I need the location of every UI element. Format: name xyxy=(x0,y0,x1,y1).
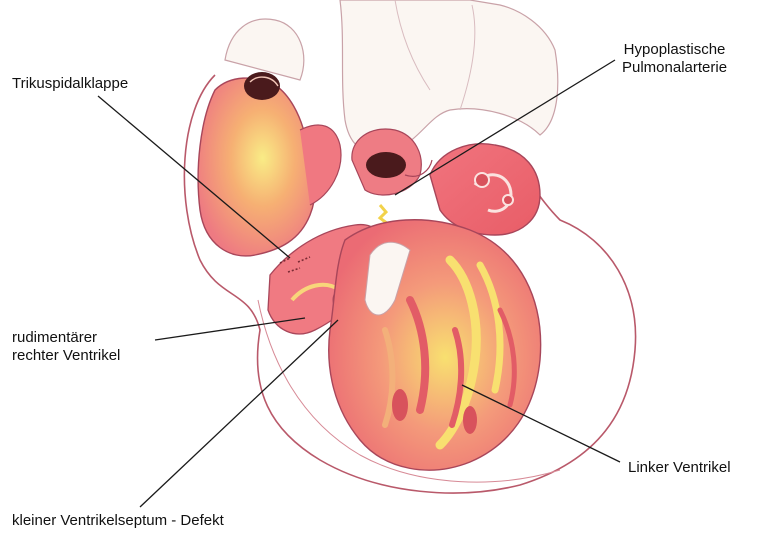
right-atrium xyxy=(198,72,341,256)
label-septum-defekt-text: kleiner Ventrikelseptum - Defekt xyxy=(12,512,224,530)
label-rechter-ventrikel: rudimentärer rechter Ventrikel xyxy=(12,329,120,365)
left-ventricle xyxy=(329,220,541,470)
label-pulmonalarterie-line1: Hypoplastische xyxy=(622,41,727,59)
label-pulmonalarterie-line2: Pulmonalarterie xyxy=(622,59,727,77)
label-trikuspidalklappe: Trikuspidalklappe xyxy=(12,75,128,93)
label-trikuspidalklappe-text: Trikuspidalklappe xyxy=(12,75,128,93)
label-linker-ventrikel: Linker Ventrikel xyxy=(628,459,731,477)
leader-septum-defekt xyxy=(140,320,338,507)
pulmonary-artery xyxy=(352,129,432,224)
label-linker-ventrikel-text: Linker Ventrikel xyxy=(628,459,731,477)
label-pulmonalarterie: Hypoplastische Pulmonalarterie xyxy=(622,41,727,77)
left-atrium xyxy=(430,144,540,235)
label-rechter-ventrikel-line1: rudimentärer xyxy=(12,329,120,347)
label-septum-defekt: kleiner Ventrikelseptum - Defekt xyxy=(12,512,224,530)
label-rechter-ventrikel-line2: rechter Ventrikel xyxy=(12,347,120,365)
